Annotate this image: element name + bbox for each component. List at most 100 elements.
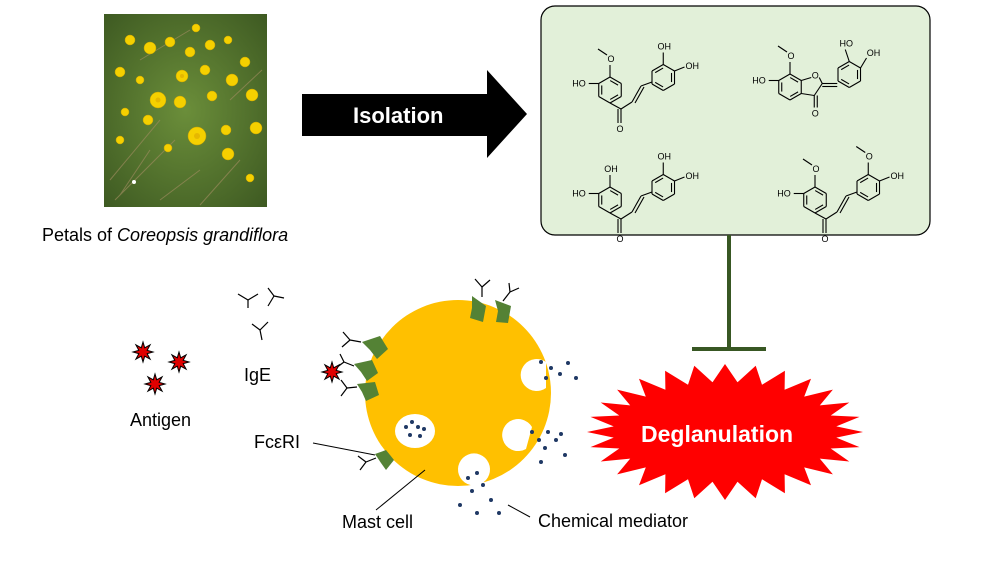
bond (620, 101, 633, 110)
atom-label: O (812, 71, 819, 81)
bond (777, 45, 788, 53)
bond (802, 158, 813, 166)
bond (839, 196, 850, 214)
bond (855, 146, 866, 153)
bond (620, 211, 633, 220)
compound-box (540, 5, 931, 236)
atom-label: HO (840, 39, 854, 49)
bond (609, 102, 622, 110)
bond (662, 193, 675, 201)
mediator-leader (507, 504, 531, 518)
bond (844, 49, 850, 62)
atom-label: OH (891, 171, 905, 181)
bond (837, 61, 850, 69)
bond (789, 93, 802, 101)
bond (814, 190, 824, 196)
mast-cell-label: Mast cell (342, 512, 414, 532)
bond (640, 81, 653, 87)
bond (867, 193, 880, 201)
bond (848, 61, 861, 69)
bond (801, 76, 812, 82)
bond (609, 190, 619, 196)
flower-photo (104, 14, 267, 207)
bond (609, 204, 619, 210)
bond (778, 93, 791, 101)
fceri-receptor (362, 336, 388, 359)
bond (825, 211, 838, 220)
atom-label: OH (686, 61, 700, 71)
bond (609, 206, 622, 214)
granule (395, 414, 435, 448)
bond (654, 191, 664, 198)
atom-label: O (616, 124, 623, 134)
bond (674, 66, 685, 72)
fceri-leader (312, 442, 376, 456)
bond (662, 64, 675, 72)
atom-label: O (812, 164, 819, 174)
ige-antibody (474, 278, 491, 297)
bond (609, 76, 622, 84)
bond (634, 196, 645, 214)
chemical-mediator-label: Chemical mediator (538, 511, 689, 531)
bond (651, 174, 664, 182)
atom-label: HO (572, 79, 586, 89)
atom-label: O (821, 234, 828, 244)
bond (789, 91, 799, 97)
atom-label: OH (658, 42, 672, 52)
bond (803, 186, 816, 194)
ige-antibody (251, 321, 269, 341)
bond (856, 174, 869, 182)
ige-antibody (267, 287, 285, 307)
bond (789, 77, 799, 83)
atom-label: O (812, 109, 819, 119)
bond (778, 73, 791, 81)
bond (609, 94, 619, 100)
ige-antibody (340, 379, 358, 397)
bond (674, 176, 685, 182)
deglanulation-label: Deglanulation (641, 421, 794, 447)
mast-cell (365, 300, 551, 486)
bond (631, 195, 642, 213)
inhibition-line (692, 235, 766, 351)
fceri-receptor (354, 360, 378, 381)
bond (879, 176, 890, 182)
bond (814, 204, 824, 210)
bond (609, 80, 619, 86)
bond (813, 83, 823, 96)
atom-label: OH (686, 171, 700, 181)
atom-label: O (616, 234, 623, 244)
bond (859, 191, 869, 198)
fceri-receptor (495, 300, 511, 323)
deglanulation-burst (587, 364, 863, 500)
atom-label: O (787, 51, 794, 61)
ige-antibody (357, 455, 377, 471)
flower-caption: Petals of Coreopsis grandiflora (42, 225, 288, 246)
bond (598, 96, 611, 104)
bond (609, 186, 622, 194)
flower-caption-prefix: Petals of (42, 225, 118, 245)
atom-label: OH (867, 48, 881, 58)
bond (814, 212, 827, 220)
antigen-star (320, 360, 344, 384)
atom-label: OH (658, 152, 672, 162)
bond (654, 67, 664, 74)
bond (848, 80, 861, 88)
mediator-dots (404, 360, 578, 515)
fceri-receptor (357, 382, 379, 401)
bond (654, 177, 664, 184)
bond (609, 212, 622, 220)
bond (651, 83, 664, 91)
ige-antibody (237, 293, 259, 308)
mast-cell-leader (375, 469, 426, 511)
bond (651, 193, 664, 201)
fceri-receptor (375, 450, 394, 470)
bond (598, 76, 611, 84)
bond (598, 186, 611, 194)
bond (840, 64, 850, 71)
isolation-label: Isolation (353, 103, 444, 128)
fceri-label: FcεRI (254, 432, 301, 452)
bond (859, 177, 869, 184)
exocytosis-pocket (502, 419, 532, 452)
atom-label: O (866, 152, 873, 162)
bond (867, 174, 880, 182)
